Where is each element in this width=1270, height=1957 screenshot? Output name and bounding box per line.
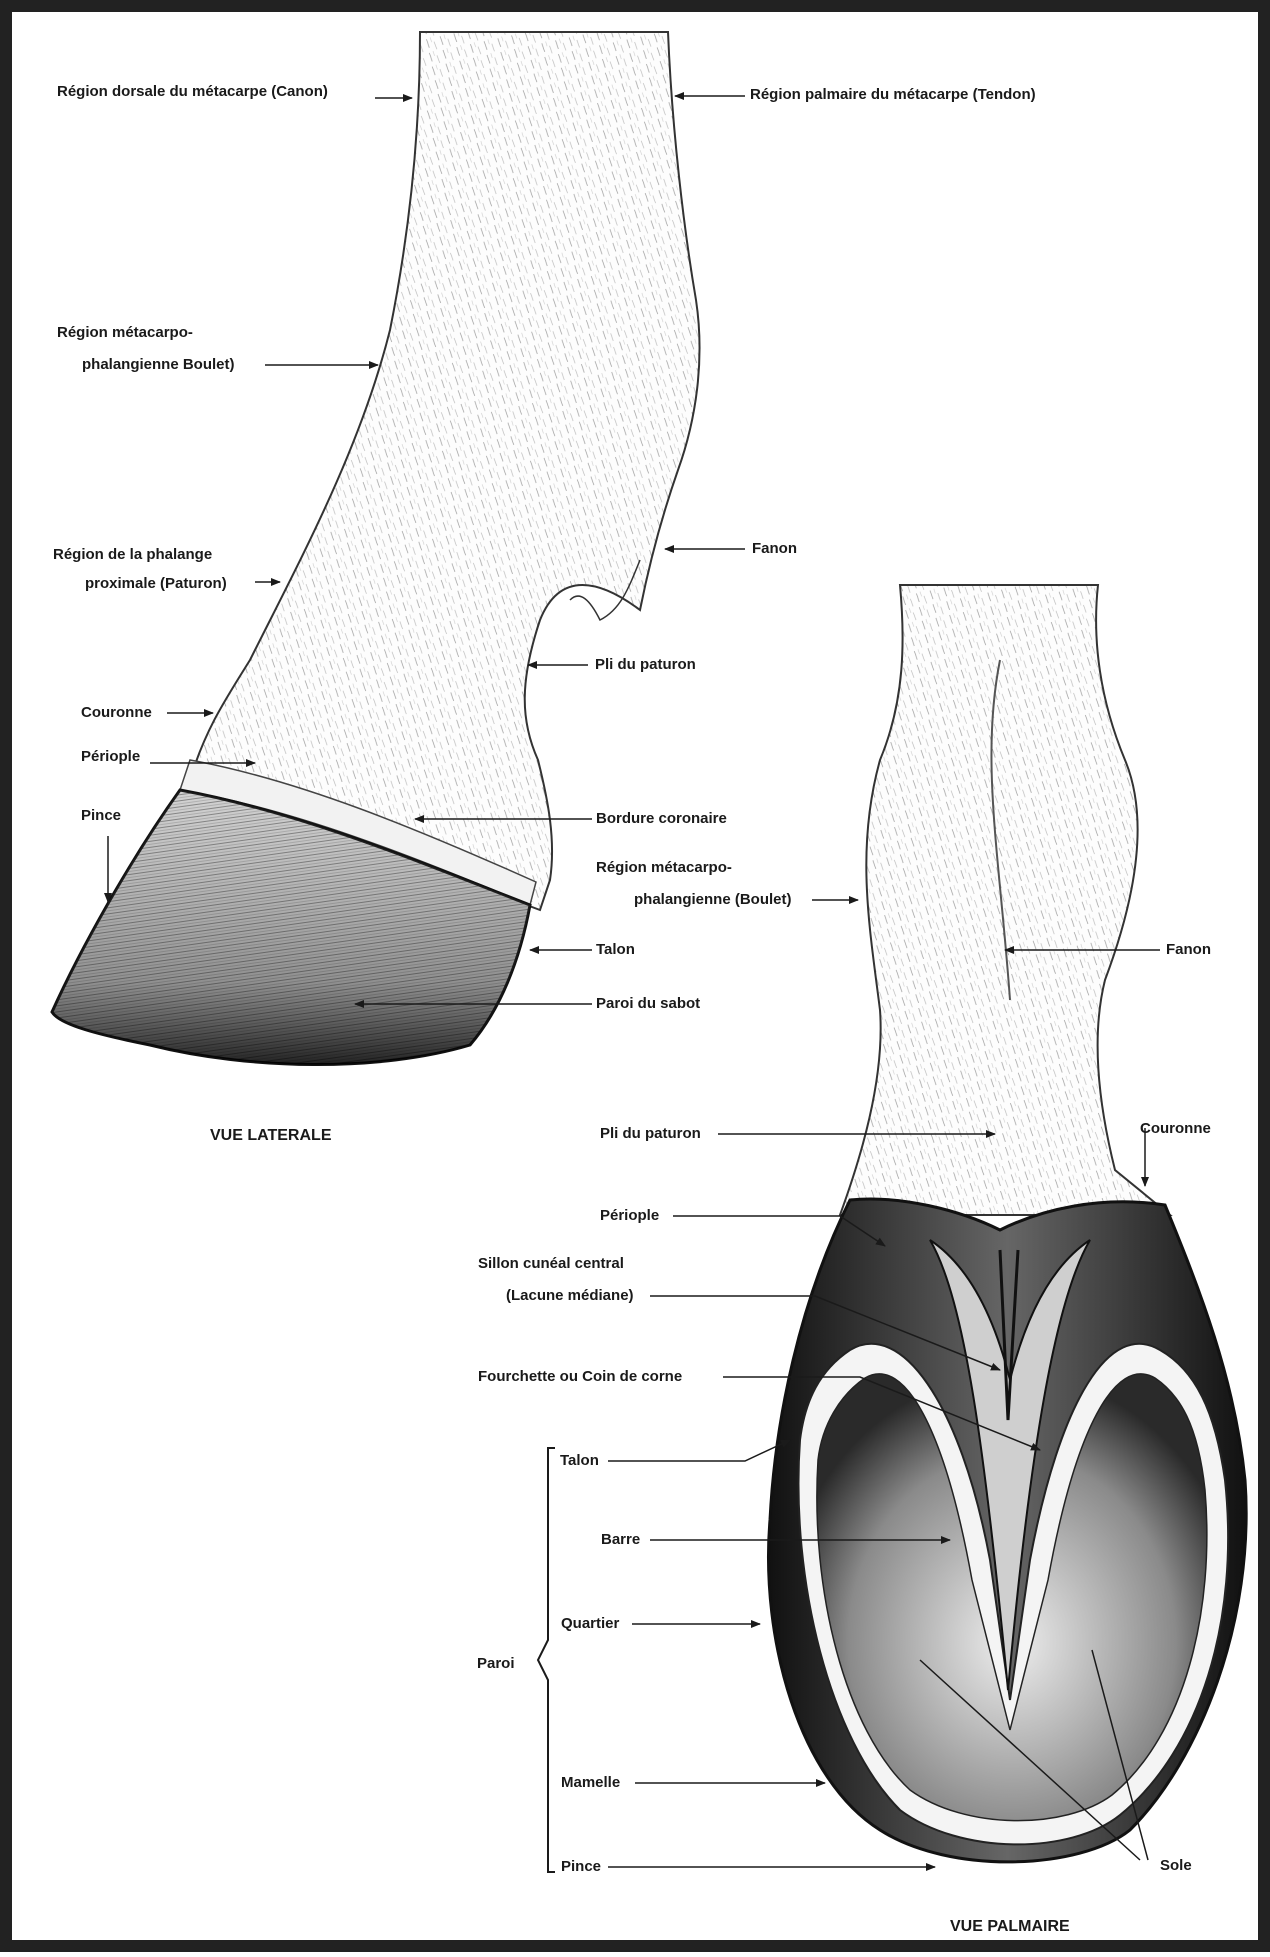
label-pince: Pince xyxy=(81,807,121,824)
label-paturon-line1: Région de la phalange xyxy=(53,546,212,563)
label-talon: Talon xyxy=(596,941,635,958)
label-palmar-couronne: Couronne xyxy=(1140,1120,1211,1137)
label-boulet-line2: phalangienne Boulet) xyxy=(82,356,235,373)
label-palmar-talon: Talon xyxy=(560,1452,599,1469)
label-fanon: Fanon xyxy=(752,540,797,557)
label-barre: Barre xyxy=(601,1531,640,1548)
label-boulet-line1: Région métacarpo- xyxy=(57,324,193,341)
label-palmar-pince: Pince xyxy=(561,1858,601,1875)
label-paroi-sabot: Paroi du sabot xyxy=(596,995,700,1012)
label-palmar-boulet-line2: phalangienne (Boulet) xyxy=(634,891,792,908)
label-couronne: Couronne xyxy=(81,704,152,721)
label-sillon-line2: (Lacune médiane) xyxy=(506,1287,634,1304)
label-pli-paturon: Pli du paturon xyxy=(595,656,696,673)
label-mamelle: Mamelle xyxy=(561,1774,620,1791)
label-paturon-line2: proximale (Paturon) xyxy=(85,575,227,592)
label-sillon-line1: Sillon cunéal central xyxy=(478,1255,624,1272)
label-palmar-boulet-line1: Région métacarpo- xyxy=(596,859,732,876)
label-palmar-fanon: Fanon xyxy=(1166,941,1211,958)
label-tendon: Région palmaire du métacarpe (Tendon) xyxy=(750,86,1036,103)
label-quartier: Quartier xyxy=(561,1615,620,1632)
label-bordure-coronaire: Bordure coronaire xyxy=(596,810,727,827)
label-paroi-bracket: Paroi xyxy=(477,1655,515,1672)
label-periople: Périople xyxy=(81,748,140,765)
label-fourchette: Fourchette ou Coin de corne xyxy=(478,1368,682,1385)
label-palmar-periople: Périople xyxy=(600,1207,659,1224)
caption-vue-laterale: VUE LATERALE xyxy=(210,1127,332,1144)
palmar-view-drawing xyxy=(768,585,1246,1862)
caption-vue-palmaire: VUE PALMAIRE xyxy=(950,1918,1070,1935)
palmar-leg xyxy=(840,585,1170,1215)
label-canon: Région dorsale du métacarpe (Canon) xyxy=(57,83,328,100)
label-palmar-pli-paturon: Pli du paturon xyxy=(600,1125,701,1142)
label-sole: Sole xyxy=(1160,1857,1192,1874)
